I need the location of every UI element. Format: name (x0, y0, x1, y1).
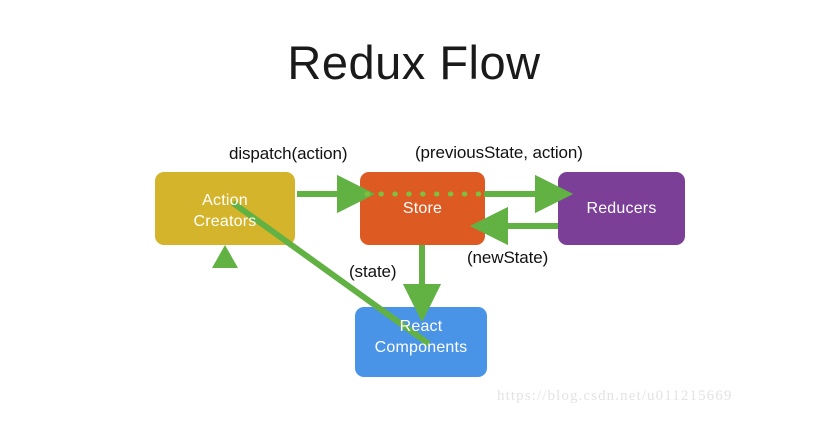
watermark: https://blog.csdn.net/u011215669 (497, 388, 733, 404)
edge-label-dispatch-action: dispatch(action) (229, 144, 348, 163)
node-store (360, 172, 485, 245)
edge-label-state: (state) (349, 262, 397, 281)
node-action-creators (155, 172, 295, 245)
node-react-components (355, 307, 487, 377)
page-title: Redux Flow (287, 36, 541, 89)
edge-user-interaction-arrowhead (212, 245, 238, 268)
edge-label-previous-state-action: (previousState, action) (415, 143, 583, 162)
node-reducers (558, 172, 685, 245)
edge-label-new-state: (newState) (467, 248, 549, 267)
edge-user-interaction-diagonal (231, 200, 431, 347)
